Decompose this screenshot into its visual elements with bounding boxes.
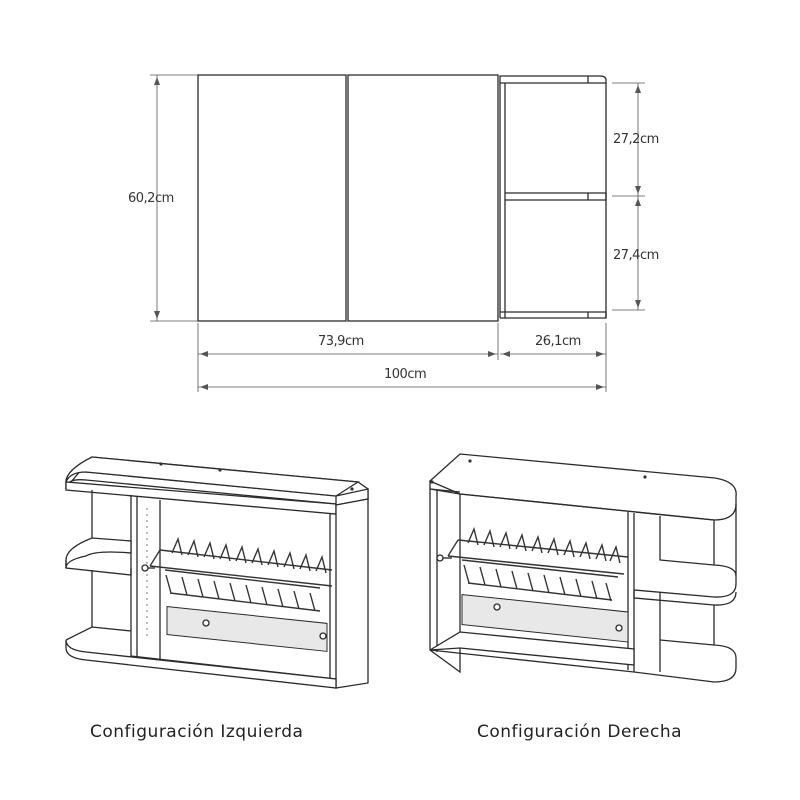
dish-rack-right — [436, 526, 629, 602]
open-shelf-unit — [499, 75, 607, 319]
left-door — [197, 74, 347, 322]
right-door — [347, 74, 499, 322]
width-doors-label: 73,9cm — [318, 334, 364, 349]
shelf-upper-label: 27,2cm — [613, 132, 659, 147]
shelf-height-dimensions: 27,2cm 27,4cm — [612, 82, 659, 311]
dish-rack-left — [141, 536, 333, 612]
shelf-lower-label: 27,4cm — [613, 248, 659, 263]
caption-right: Configuración Derecha — [477, 722, 682, 742]
height-total-label: 60,2cm — [128, 191, 174, 206]
width-total-label: 100cm — [384, 367, 426, 382]
right-configuration-drawing — [428, 453, 737, 683]
width-shelf-label: 26,1cm — [535, 334, 581, 349]
height-dimension: 60,2cm — [128, 74, 198, 322]
caption-left: Configuración Izquierda — [90, 722, 303, 742]
front-elevation: 60,2cm 27,2cm 27,4cm — [128, 74, 659, 392]
left-configuration-drawing — [64, 456, 369, 689]
width-dimensions: 73,9cm 26,1cm 100cm — [197, 323, 607, 392]
